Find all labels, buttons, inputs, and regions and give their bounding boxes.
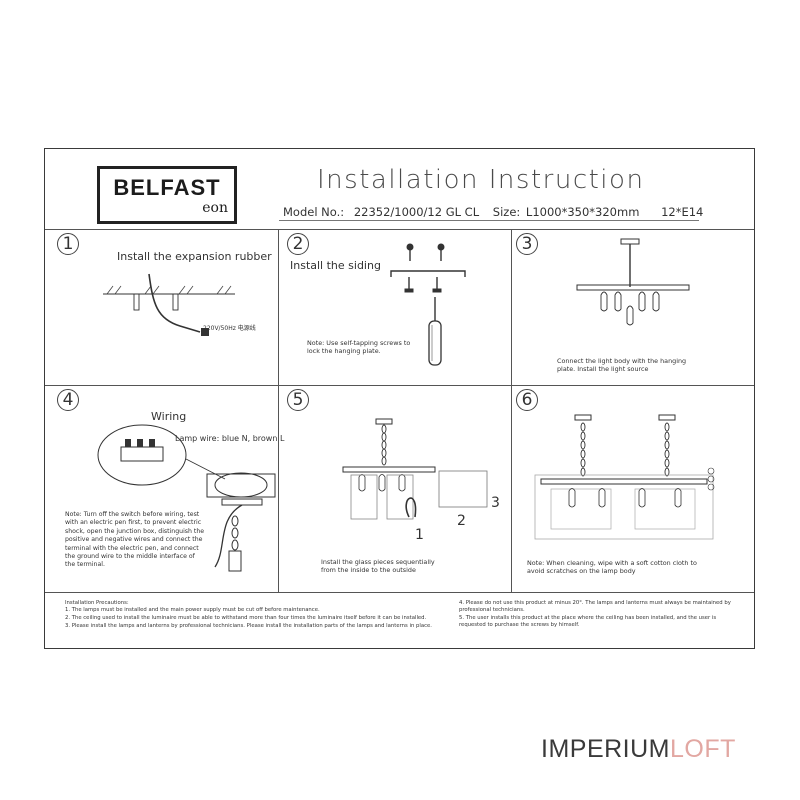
imperiumloft-watermark: IMPERIUMLOFT xyxy=(541,735,736,764)
chandelier-body-drawing xyxy=(576,238,690,326)
precautions-heading: Installation Precautions: xyxy=(65,600,129,606)
precaution-4: 4. Please do not use this product at min… xyxy=(459,600,731,614)
step-5-number: 5 xyxy=(287,389,309,411)
size-label: Size: xyxy=(492,205,521,219)
glass-mark-3: 3 xyxy=(491,495,500,511)
model-label: Model No.: xyxy=(283,205,345,219)
precaution-3: 3. Please install the lamps and lanterns… xyxy=(65,623,432,629)
header-divider xyxy=(45,229,754,230)
precaution-1: 1. The lamps must be installed and the m… xyxy=(65,607,320,613)
model-underline xyxy=(279,220,699,221)
watermark-part-2: LOFT xyxy=(670,735,736,763)
step-4-number: 4 xyxy=(57,389,79,411)
bulb-spec: 12*E14 xyxy=(661,205,704,219)
step-6-note: Note: When cleaning, wipe with a soft co… xyxy=(527,559,697,576)
ceiling-anchor-drawing xyxy=(103,273,235,336)
watermark-part-1: IMPERIUM xyxy=(541,735,670,763)
instruction-sheet: BELFAST eon Installation Instruction Mod… xyxy=(44,148,755,649)
size-value: L1000*350*320mm xyxy=(525,205,640,219)
step-2-note: Note: Use self-tapping screws to lock th… xyxy=(307,339,411,356)
precaution-2: 2. The ceiling used to install the lumin… xyxy=(65,615,427,621)
step-4-label: Wiring xyxy=(151,410,187,423)
siding-plate-drawing xyxy=(390,243,466,366)
step-2-number: 2 xyxy=(287,233,309,255)
step-1-number: 1 xyxy=(57,233,79,255)
model-line: Model No.: 22352/1000/12 GL CL Size: L10… xyxy=(283,205,709,219)
glass-mark-2: 2 xyxy=(457,513,466,529)
col-divider-1 xyxy=(278,229,279,592)
glass-mark-1: 1 xyxy=(415,527,424,543)
step-2-label: Install the siding xyxy=(290,259,381,272)
step-5-note: Install the glass pieces sequentially fr… xyxy=(321,558,435,575)
page-title: Installation Instruction xyxy=(317,165,645,195)
step-3-note: Connect the light body with the hanging … xyxy=(557,357,687,374)
cleaning-drawing xyxy=(534,414,715,540)
step-1-power-label: 220V/50Hz 电源线 xyxy=(203,325,256,332)
model-value: 22352/1000/12 GL CL xyxy=(353,205,480,219)
step-6-number: 6 xyxy=(516,389,538,411)
step-3-number: 3 xyxy=(516,233,538,255)
screw-icon xyxy=(406,243,445,261)
row-divider xyxy=(45,385,754,386)
glass-install-drawing xyxy=(342,418,488,520)
footer-divider xyxy=(45,592,754,593)
step-1-label: Install the expansion rubber xyxy=(117,250,272,263)
wiring-drawing xyxy=(97,424,276,572)
step-4-note: Note: Turn off the switch before wiring,… xyxy=(65,511,205,569)
col-divider-2 xyxy=(511,229,512,592)
step-4-wire-label: Lamp wire: blue N, brown L xyxy=(175,434,285,443)
precaution-5: 5. The user installs this product at the… xyxy=(459,615,717,629)
logo-brand-text: BELFAST xyxy=(113,175,221,200)
brand-logo: BELFAST eon xyxy=(97,166,237,224)
logo-sub-text: eon xyxy=(202,200,228,216)
